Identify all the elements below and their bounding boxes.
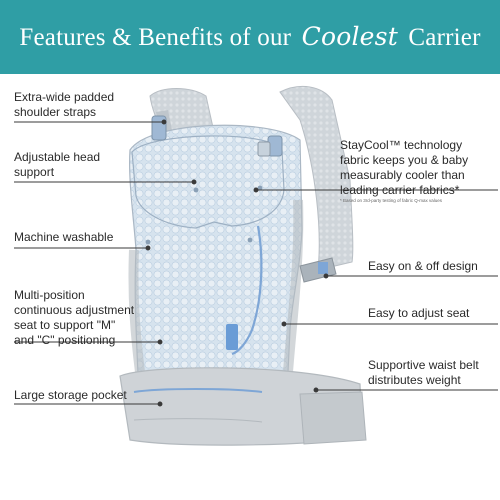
callout-head-support: Adjustable head support bbox=[14, 150, 101, 179]
header-banner: Features & Benefits of our Coolest Carri… bbox=[0, 0, 500, 74]
storage-pocket bbox=[133, 388, 263, 423]
callout-easy-adjust-seat: Easy to adjust seat bbox=[368, 306, 470, 320]
leader-lines bbox=[14, 119, 498, 407]
footnote-testing: * Based on 3rd-party testing of fabric Q… bbox=[340, 198, 443, 203]
banner-title: Features & Benefits of our Coolest Carri… bbox=[19, 22, 480, 52]
title-end: Carrier bbox=[408, 24, 481, 51]
baby-carrier-illustration bbox=[14, 85, 498, 446]
callout-machine-washable: Machine washable bbox=[14, 230, 114, 244]
head-support bbox=[131, 135, 285, 245]
back-shoulder-strap bbox=[279, 85, 354, 271]
callout-easy-on-off: Easy on & off design bbox=[368, 259, 478, 273]
callout-storage-pocket: Large storage pocket bbox=[14, 388, 127, 402]
callout-waist-belt: Supportive waist belt distributes weight bbox=[368, 358, 479, 387]
waist-belt bbox=[119, 367, 367, 446]
title-script-word: Coolest bbox=[301, 22, 398, 51]
callout-multi-position-seat: Multi-position continuous adjustment sea… bbox=[14, 288, 135, 347]
title-start: Features & Benefits of our bbox=[19, 24, 292, 51]
callout-staycool-fabric: StayCool™ technology fabric keeps you & … bbox=[340, 138, 469, 197]
callout-shoulder-straps: Extra-wide padded shoulder straps bbox=[14, 90, 115, 119]
